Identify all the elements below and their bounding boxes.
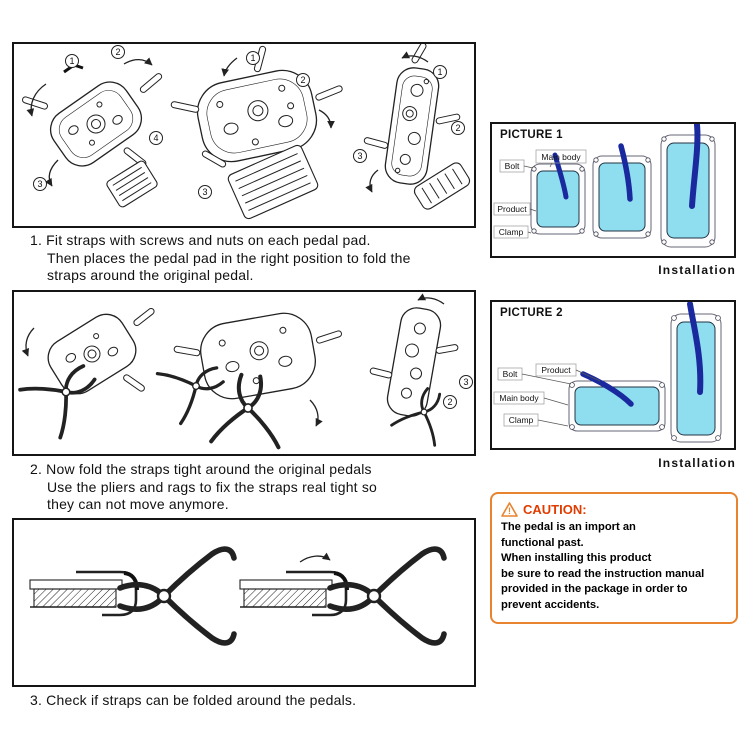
warning-icon: ! (501, 502, 518, 517)
callout-bolt: Bolt (497, 367, 572, 385)
picture2-title: PICTURE 2 (500, 307, 563, 319)
picture1-caption: Installation (658, 263, 736, 277)
caution-line: functional past. (501, 536, 584, 549)
step1-line2: Then places the pedal pad in the right p… (47, 249, 411, 266)
svg-text:1: 1 (69, 56, 74, 66)
step-marker: 1 (246, 51, 260, 65)
label-bolt: Bolt (505, 161, 520, 171)
caution-line: provided in the package in order to (501, 583, 688, 595)
svg-text:!: ! (508, 506, 511, 516)
picture1-illustration: Main body Bolt Product Clamp (493, 122, 716, 248)
pedal-pad-with-pliers-right: 2 3 (369, 293, 473, 447)
step-marker: 3 (198, 185, 212, 199)
diagram-box-step3 (12, 518, 476, 687)
label-product: Product (541, 365, 571, 375)
label-bolt: Bolt (503, 369, 518, 379)
caution-header: ! CAUTION: (501, 502, 727, 517)
label-clamp: Clamp (499, 227, 524, 237)
step-marker: 3 (33, 177, 47, 191)
step-marker: 2 (451, 121, 465, 135)
step-marker: 2 (443, 395, 457, 409)
caution-line: The pedal is an import an (501, 521, 636, 533)
svg-text:2: 2 (300, 75, 305, 85)
svg-text:2: 2 (447, 397, 452, 407)
step-marker: 1 (65, 54, 79, 68)
svg-text:1: 1 (250, 53, 255, 63)
svg-text:4: 4 (153, 133, 158, 143)
step-marker: 2 (111, 45, 125, 59)
pedal-pad-diagram-clutch: 1 2 3 4 (21, 45, 163, 208)
svg-text:3: 3 (37, 179, 42, 189)
callout-product: Product (493, 202, 537, 216)
step1-line3: straps around the original pedal. (47, 267, 254, 283)
caution-title: CAUTION: (523, 502, 587, 517)
step-marker: 3 (353, 149, 367, 163)
callout-product: Product (535, 363, 601, 382)
svg-text:3: 3 (357, 151, 362, 161)
ribbed-pedal-icon (413, 162, 471, 210)
step3-text: 3. Check if straps can be folded around … (30, 692, 356, 710)
installed-pedal-small (530, 152, 586, 235)
picture2-illustration: Bolt Product Main body Clamp (493, 301, 722, 443)
step1-text: 1. Fit straps with screws and nuts on ea… (30, 232, 411, 285)
diagram-box-step2: 2 3 (12, 290, 476, 456)
caution-body: The pedal is an import an functional pas… (501, 520, 727, 613)
step1-diagram: 1 2 3 4 (21, 44, 471, 220)
caution-line: prevent accidents. (501, 598, 600, 611)
step2-line3: they can not move anymore. (47, 496, 229, 512)
callout-main-body: Main body (493, 391, 569, 406)
label-main-body: Main body (541, 152, 581, 162)
ribbed-pedal-icon (106, 160, 158, 208)
label-clamp: Clamp (509, 415, 534, 425)
strap-fold-check-right (239, 549, 444, 643)
installed-pedal-tall (660, 122, 716, 248)
svg-text:3: 3 (202, 187, 207, 197)
callout-bolt: Bolt (499, 159, 534, 173)
strap-fold-check-left (29, 549, 234, 643)
step2-line1: 2. Now fold the straps tight around the … (30, 461, 372, 477)
caution-line: be sure to read the instruction manual (501, 567, 705, 580)
picture2-box: Bolt Product Main body Clamp PICTURE 2 (490, 300, 736, 450)
installed-pedal-medium (592, 143, 652, 239)
step2-diagram: 2 3 (18, 293, 473, 454)
svg-text:2: 2 (115, 47, 120, 57)
callout-main-body: Main body (535, 149, 587, 168)
label-main-body: Main body (499, 393, 539, 403)
label-product: Product (497, 204, 527, 214)
pedal-pad-diagram-brake: 1 2 3 (170, 45, 343, 220)
svg-text:2: 2 (455, 123, 460, 133)
step-marker: 2 (296, 73, 310, 87)
installed-pedal-tall (670, 301, 722, 443)
pedal-pad-with-pliers-middle (155, 312, 343, 447)
step-marker: 1 (433, 65, 447, 79)
callout-clamp: Clamp (493, 225, 532, 239)
ribbed-pedal-icon (227, 144, 319, 220)
caution-line: When installing this product (501, 552, 652, 564)
svg-text:1: 1 (437, 67, 442, 77)
step1-line1: 1. Fit straps with screws and nuts on ea… (30, 232, 371, 248)
diagram-box-step1: 1 2 3 4 (12, 42, 476, 228)
pedal-pad-with-pliers-left (18, 307, 155, 440)
step3-diagram (29, 520, 474, 685)
step-marker: 4 (149, 131, 163, 145)
pedal-pad-diagram-accelerator: 1 2 3 (353, 44, 471, 210)
step-marker: 3 (459, 375, 473, 389)
picture1-title: PICTURE 1 (500, 129, 563, 141)
callout-clamp: Clamp (503, 413, 569, 427)
installed-pedal-wide (568, 371, 666, 432)
step2-text: 2. Now fold the straps tight around the … (30, 461, 377, 514)
picture1-box: Main body Bolt Product Clamp PICTURE 1 (490, 122, 736, 258)
svg-text:3: 3 (463, 377, 468, 387)
caution-box: ! CAUTION: The pedal is an import an fun… (490, 492, 738, 624)
picture2-caption: Installation (658, 456, 736, 470)
step3-line1: 3. Check if straps can be folded around … (30, 692, 357, 708)
step2-line2: Use the pliers and rags to fix the strap… (47, 478, 378, 495)
